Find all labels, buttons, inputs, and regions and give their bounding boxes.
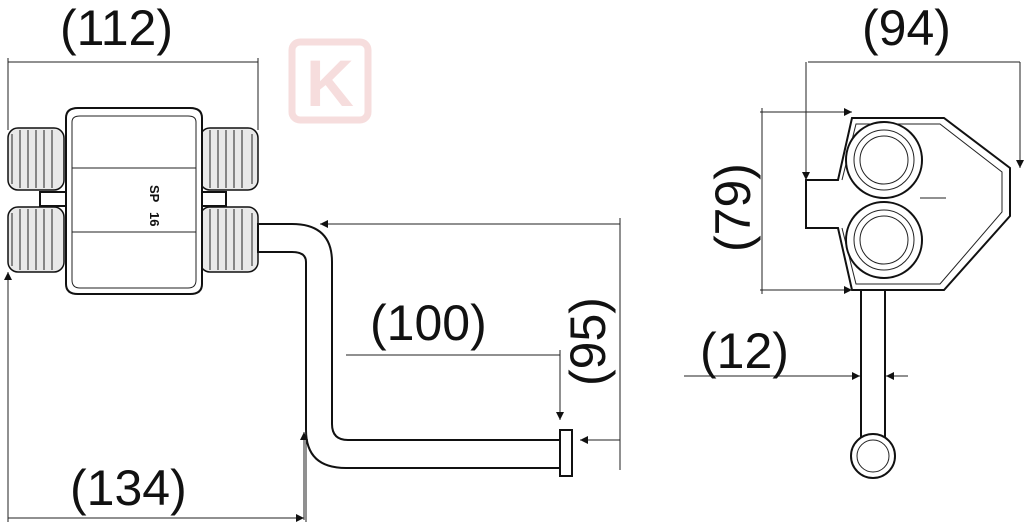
dim-height-right: (79): [705, 163, 761, 252]
connector-side-view: [805, 117, 1011, 479]
connector-front-view: SP 16: [7, 107, 259, 295]
dimension-lines: [3, 58, 1024, 522]
part-label-line1: SP: [147, 185, 162, 203]
dim-small-right: (12): [700, 323, 789, 379]
part-label-line2: 16: [147, 212, 162, 226]
dim-overall-bottom: (134): [70, 460, 187, 516]
watermark-logo: K: [288, 38, 372, 124]
watermark-letter: K: [306, 46, 354, 120]
support-pipe: [257, 223, 573, 477]
left-glands: [7, 127, 65, 273]
dim-width-top: (112): [60, 0, 173, 56]
dim-pipe-vertical: (95): [560, 297, 616, 386]
dim-pipe-horizontal: (100): [370, 295, 487, 351]
dim-width-right: (94): [862, 0, 951, 56]
